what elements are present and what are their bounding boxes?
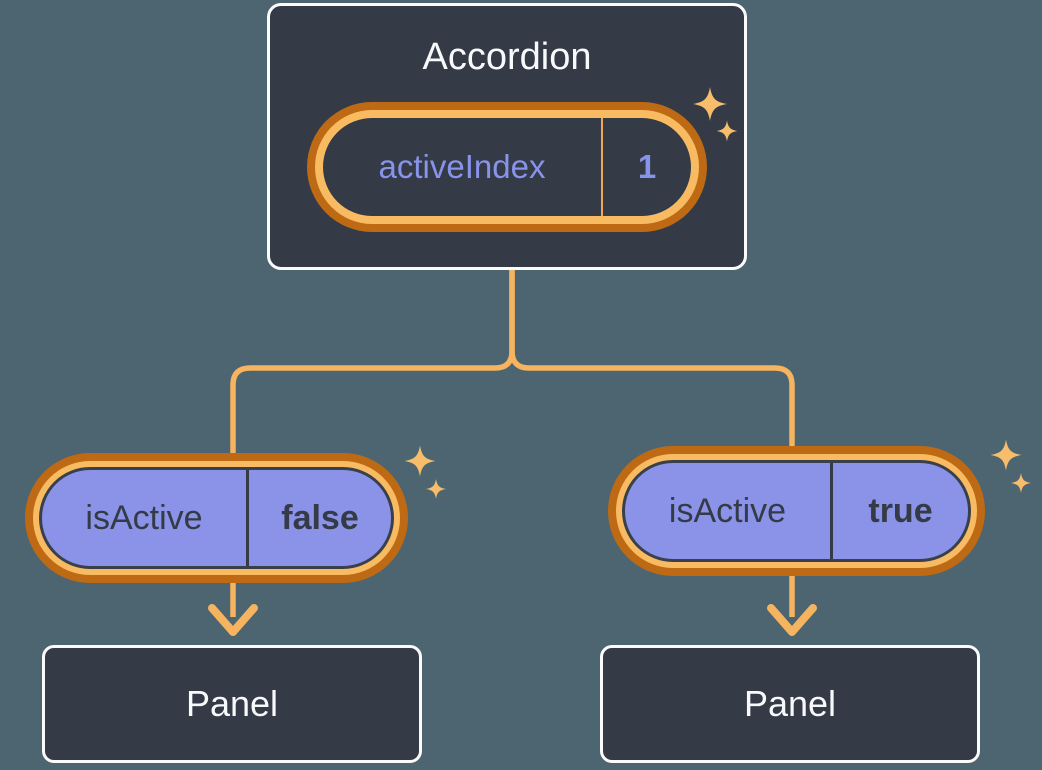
prop-pill-left-inner-ring: isActive false [33, 461, 400, 575]
sparkle-icon [1011, 473, 1031, 493]
prop-pill-left-body: isActive false [39, 467, 394, 569]
prop-pill-right-label: isActive [668, 491, 787, 530]
prop-pill-left-divider [246, 470, 249, 566]
prop-pill-left-outer-ring: isActive false [25, 453, 408, 583]
accordion-title: Accordion [422, 36, 592, 78]
prop-pill-left: isActive false [25, 453, 408, 583]
prop-pill-left-label: isActive [85, 498, 203, 537]
prop-pill-right: isActive true [608, 446, 985, 576]
sparkle-icon [990, 439, 1022, 471]
arrowhead-left-icon [208, 604, 258, 636]
prop-pill-right-divider [830, 463, 833, 559]
panel-box-left: Panel [42, 645, 422, 763]
panel-left-title: Panel [185, 683, 279, 724]
prop-pill-right-outer-ring: isActive true [608, 446, 985, 576]
sparkle-icon [404, 445, 436, 477]
prop-pill-left-value: false [281, 498, 359, 537]
state-pill: activeIndex 1 [307, 102, 707, 232]
state-pill-body: activeIndex 1 [323, 118, 691, 216]
sparkle-icon [426, 479, 446, 499]
state-pill-label: activeIndex [378, 148, 546, 185]
panel-box-right: Panel [600, 645, 980, 763]
prop-pill-right-body: isActive true [622, 460, 971, 562]
state-pill-outer-ring: activeIndex 1 [307, 102, 707, 232]
state-pill-value: 1 [637, 148, 657, 185]
state-pill-inner-ring: activeIndex 1 [315, 110, 699, 224]
state-pill-divider [601, 118, 603, 216]
arrowhead-right-icon [767, 604, 817, 636]
prop-pill-right-inner-ring: isActive true [616, 454, 977, 568]
panel-right-title: Panel [743, 683, 837, 724]
prop-pill-right-value: true [868, 491, 933, 530]
